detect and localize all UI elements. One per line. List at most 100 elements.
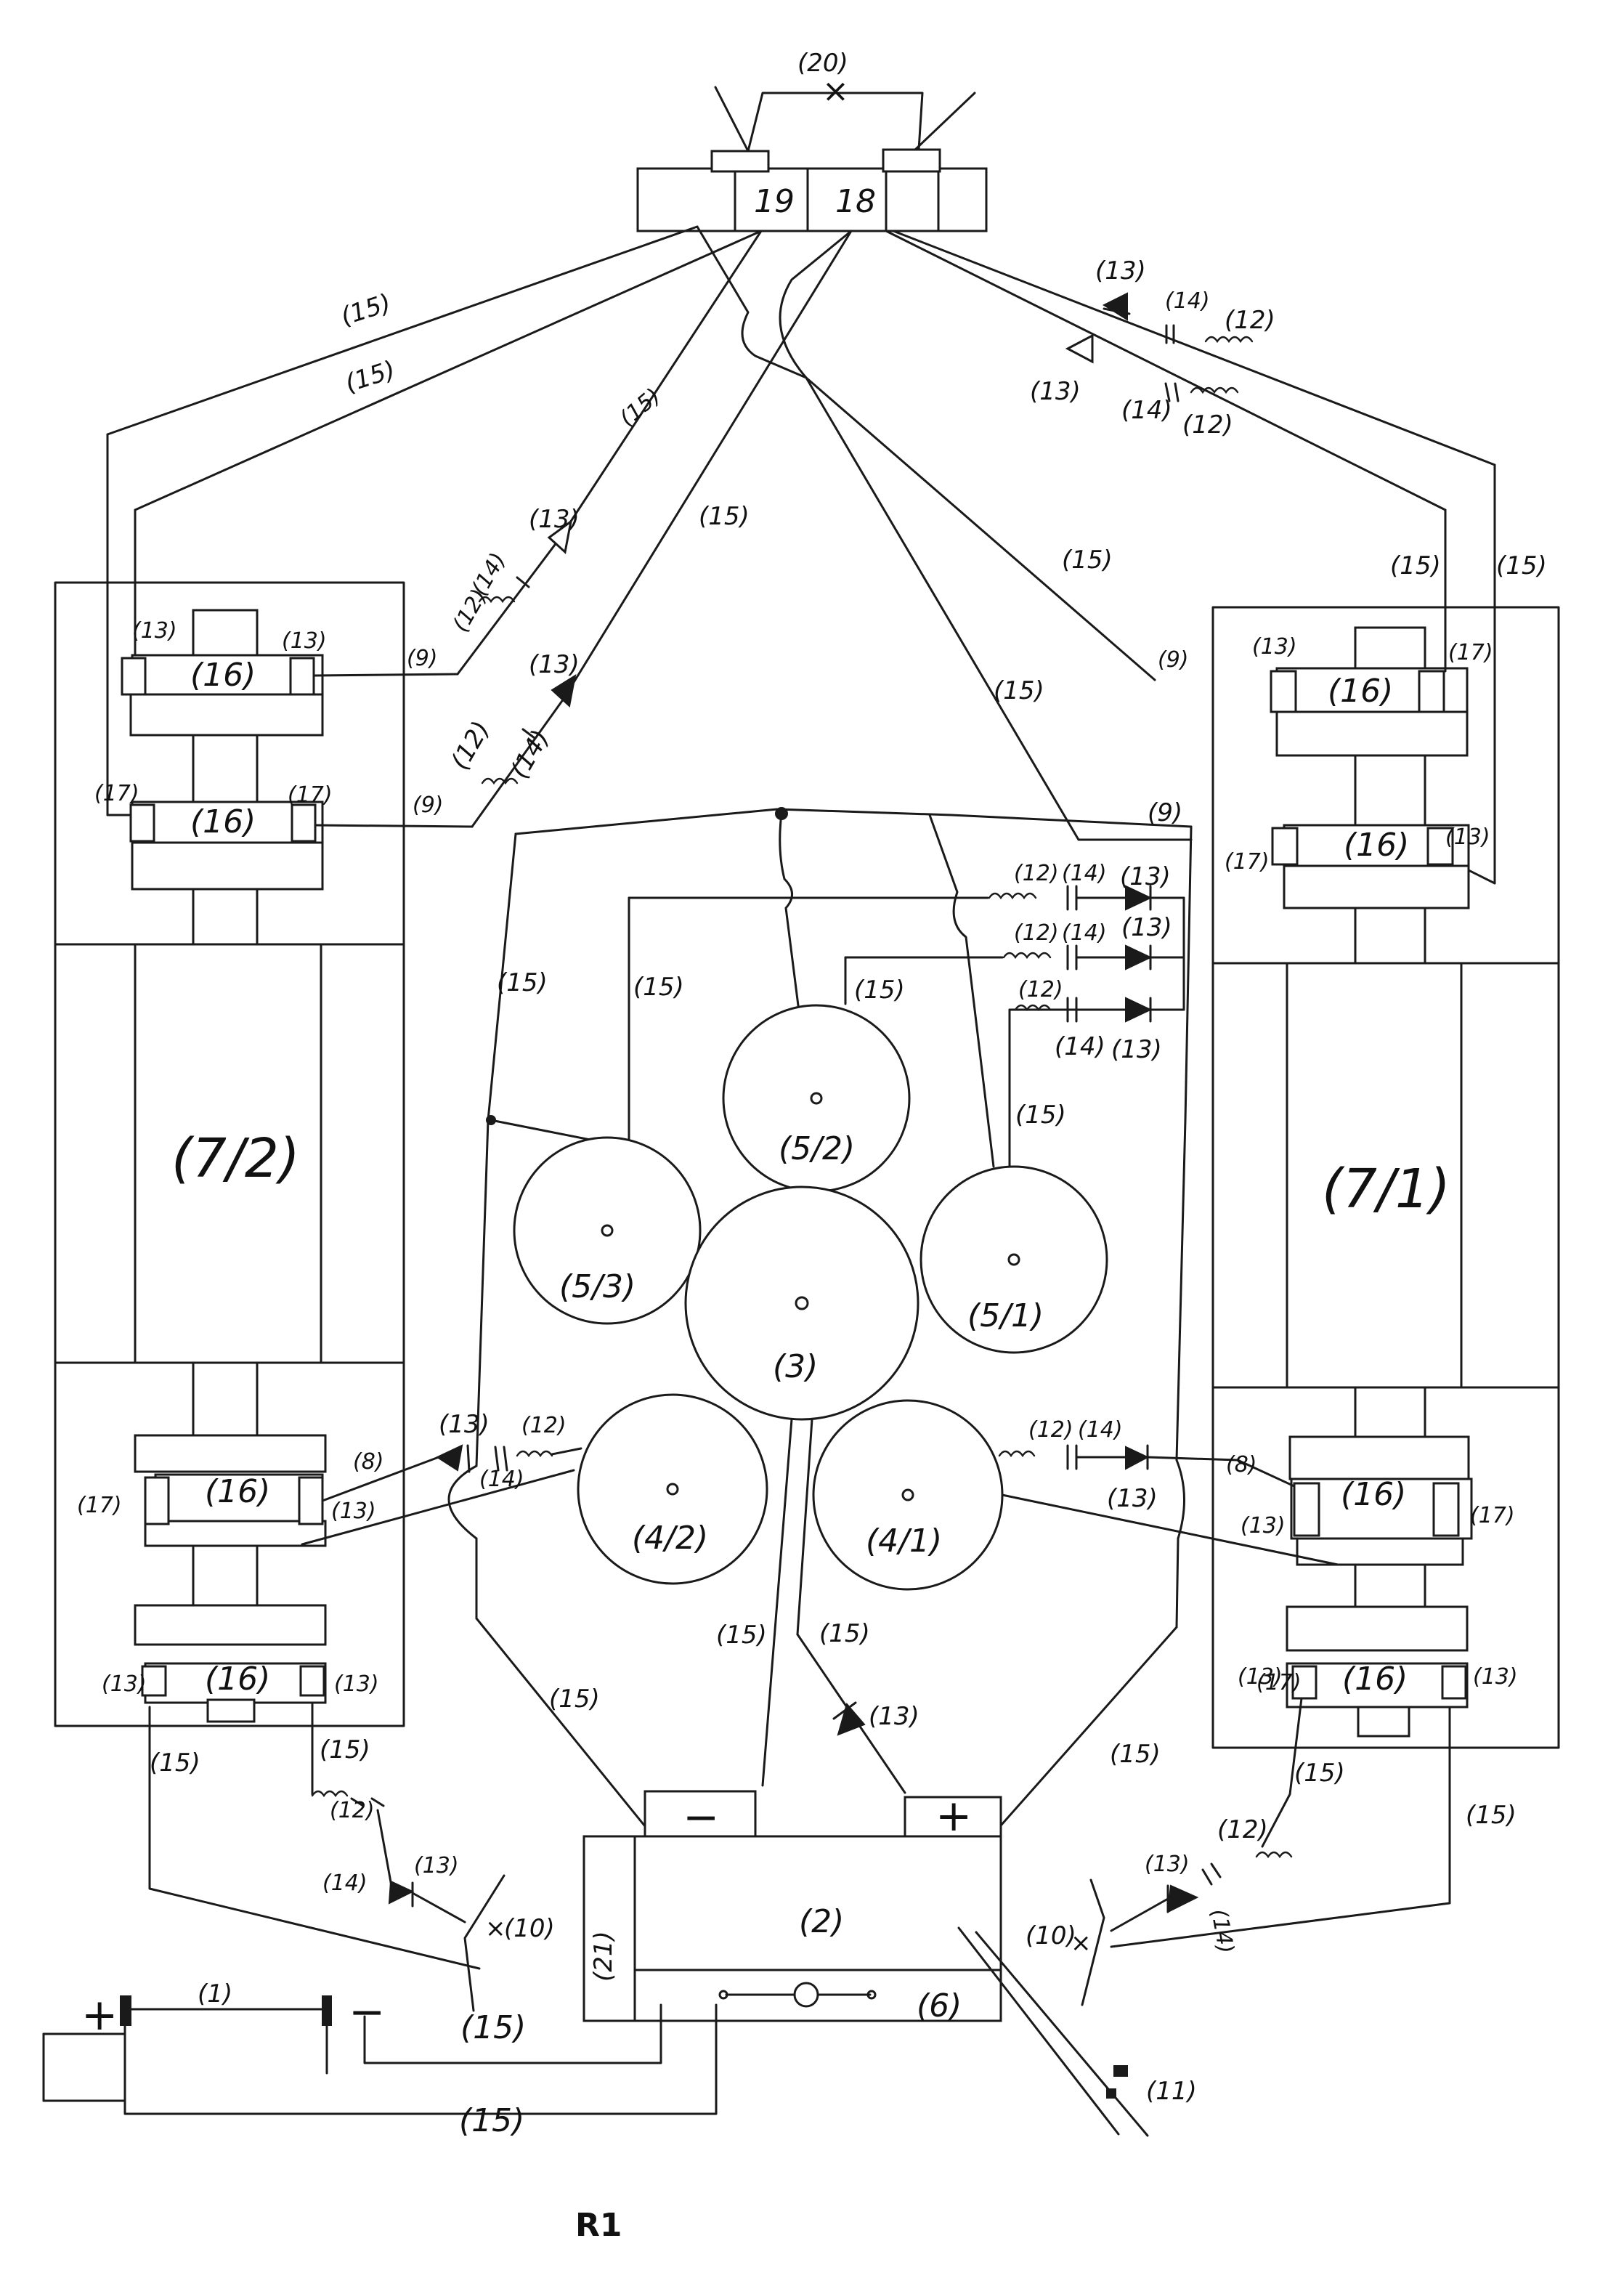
label-17-e: (17) (77, 1493, 122, 1518)
cross-10-a: × (485, 1914, 506, 1943)
label-15-h: (15) (1496, 551, 1547, 580)
label-15-t: (15) (1466, 1801, 1517, 1830)
label-13-r: (13) (1238, 1664, 1283, 1690)
label-16-d: (16) (205, 1661, 270, 1698)
label-13-c: (13) (529, 505, 580, 534)
box-plus: + (935, 1791, 972, 1841)
box-6-label: (6) (917, 1987, 962, 2024)
gear-42-label: (4/2) (632, 1520, 708, 1557)
label-13-n: (13) (331, 1499, 376, 1524)
label-17-a: (17) (94, 781, 139, 806)
label-15-o: (15) (549, 1685, 600, 1714)
label-9-d: (9) (1148, 798, 1182, 827)
figure-caption: R1 (575, 2207, 622, 2244)
label-12-f: (12) (1014, 920, 1059, 946)
label-13-o: (13) (1241, 1513, 1286, 1539)
label-15-r: (15) (320, 1735, 370, 1764)
cross-10-b: × (1071, 1929, 1092, 1958)
label-17-f: (17) (1470, 1503, 1515, 1528)
label-16-c: (16) (205, 1473, 270, 1510)
label-15-v: (15) (459, 2102, 524, 2139)
switch-wires (106, 225, 1496, 885)
label-14-d: (14) (505, 725, 556, 783)
battery-1-label: (1) (198, 1979, 232, 2008)
gear-41-label: (4/1) (866, 1523, 942, 1560)
label-15-q: (15) (150, 1748, 200, 1778)
right-assembly: (7/1) (1211, 606, 1560, 1749)
label-14-a: (14) (1165, 288, 1210, 314)
label-12-a: (12) (1225, 306, 1275, 335)
label-11: (11) (1146, 2077, 1197, 2106)
label-13-j: (13) (1121, 913, 1172, 942)
label-14-f: (14) (1062, 920, 1107, 946)
gear-cluster: (5/2) (5/3) (5/1) (3) (4/2) (4/1) (301, 807, 1339, 1629)
label-17-g: (17) (1256, 1670, 1302, 1695)
label-16-h: (16) (1342, 1661, 1408, 1698)
label-14-i: (14) (1078, 1417, 1123, 1443)
label-15-m: (15) (716, 1621, 767, 1650)
label-9-c: (9) (1158, 647, 1189, 673)
label-15-p: (15) (1110, 1740, 1161, 1769)
label-14-j: (14) (322, 1870, 368, 1896)
box-2-label: (2) (799, 1903, 844, 1940)
label-15-j: (15) (633, 973, 684, 1002)
label-12-j: (12) (330, 1798, 375, 1823)
gear-52-label: (5/2) (779, 1130, 855, 1167)
label-15-i: (15) (497, 968, 548, 997)
label-13-t: (13) (869, 1702, 919, 1731)
label-72: (7/2) (171, 1127, 300, 1190)
label-12-h: (12) (521, 1413, 567, 1438)
left-assembly: (7/2) (54, 581, 474, 1727)
label-17-c: (17) (1448, 640, 1493, 665)
label-9-a: (9) (407, 646, 438, 671)
label-14-e: (14) (1062, 861, 1107, 886)
label-16-a: (16) (190, 657, 256, 694)
label-15-e: (15) (1062, 546, 1113, 575)
label-13-i: (13) (1120, 862, 1171, 891)
label-13-h: (13) (1445, 824, 1490, 850)
label-8-b: (8) (1226, 1452, 1257, 1477)
label-16-e: (16) (1328, 673, 1393, 710)
label-13-m: (13) (1107, 1484, 1158, 1513)
label-20: (20) (797, 49, 848, 78)
label-71: (7/1) (1322, 1158, 1450, 1220)
label-15-k: (15) (854, 976, 905, 1005)
label-10-b: (10) (1026, 1921, 1076, 1950)
label-13-a: (13) (1095, 256, 1146, 285)
label-13-v: (13) (1145, 1852, 1190, 1877)
label-17-b: (17) (288, 782, 333, 808)
label-13-q: (13) (334, 1671, 379, 1697)
label-15-l: (15) (1015, 1100, 1066, 1130)
label-13-l: (13) (439, 1410, 490, 1439)
lower-wiring: − + (2) (21) (6) + − (1) (42, 1418, 1451, 2137)
label-12-e: (12) (1014, 861, 1059, 886)
label-16-b: (16) (190, 803, 256, 840)
label-12-k: (12) (1217, 1815, 1268, 1844)
label-15-n: (15) (819, 1619, 870, 1648)
label-12-d: (12) (445, 716, 496, 774)
label-16-g: (16) (1341, 1476, 1406, 1513)
label-13-d: (13) (529, 650, 580, 679)
label-14-h: (14) (479, 1467, 524, 1492)
gear-53-label: (5/3) (559, 1268, 636, 1305)
label-15-a: (15) (337, 288, 394, 332)
label-10-a: (10) (504, 1914, 555, 1943)
label-13-p: (13) (102, 1671, 147, 1697)
label-13-e: (13) (132, 618, 177, 644)
gear-3-label: (3) (773, 1348, 818, 1385)
label-15-b: (15) (341, 355, 399, 399)
label-9-b: (9) (413, 793, 444, 818)
label-17-d: (17) (1225, 849, 1270, 875)
box-minus: − (683, 1792, 719, 1843)
label-14-b: (14) (1121, 396, 1172, 425)
battery-plus: + (81, 1990, 118, 2040)
label-12-b: (12) (1182, 410, 1233, 439)
label-13-f: (13) (282, 628, 327, 654)
label-13-u: (13) (414, 1853, 459, 1878)
label-13-k: (13) (1111, 1035, 1162, 1064)
gear-51-label: (5/1) (967, 1297, 1044, 1334)
label-12-i: (12) (1028, 1417, 1073, 1443)
cross-20: × (822, 73, 849, 110)
terminal-19-label: 19 (754, 183, 795, 220)
label-15-f: (15) (994, 676, 1044, 705)
